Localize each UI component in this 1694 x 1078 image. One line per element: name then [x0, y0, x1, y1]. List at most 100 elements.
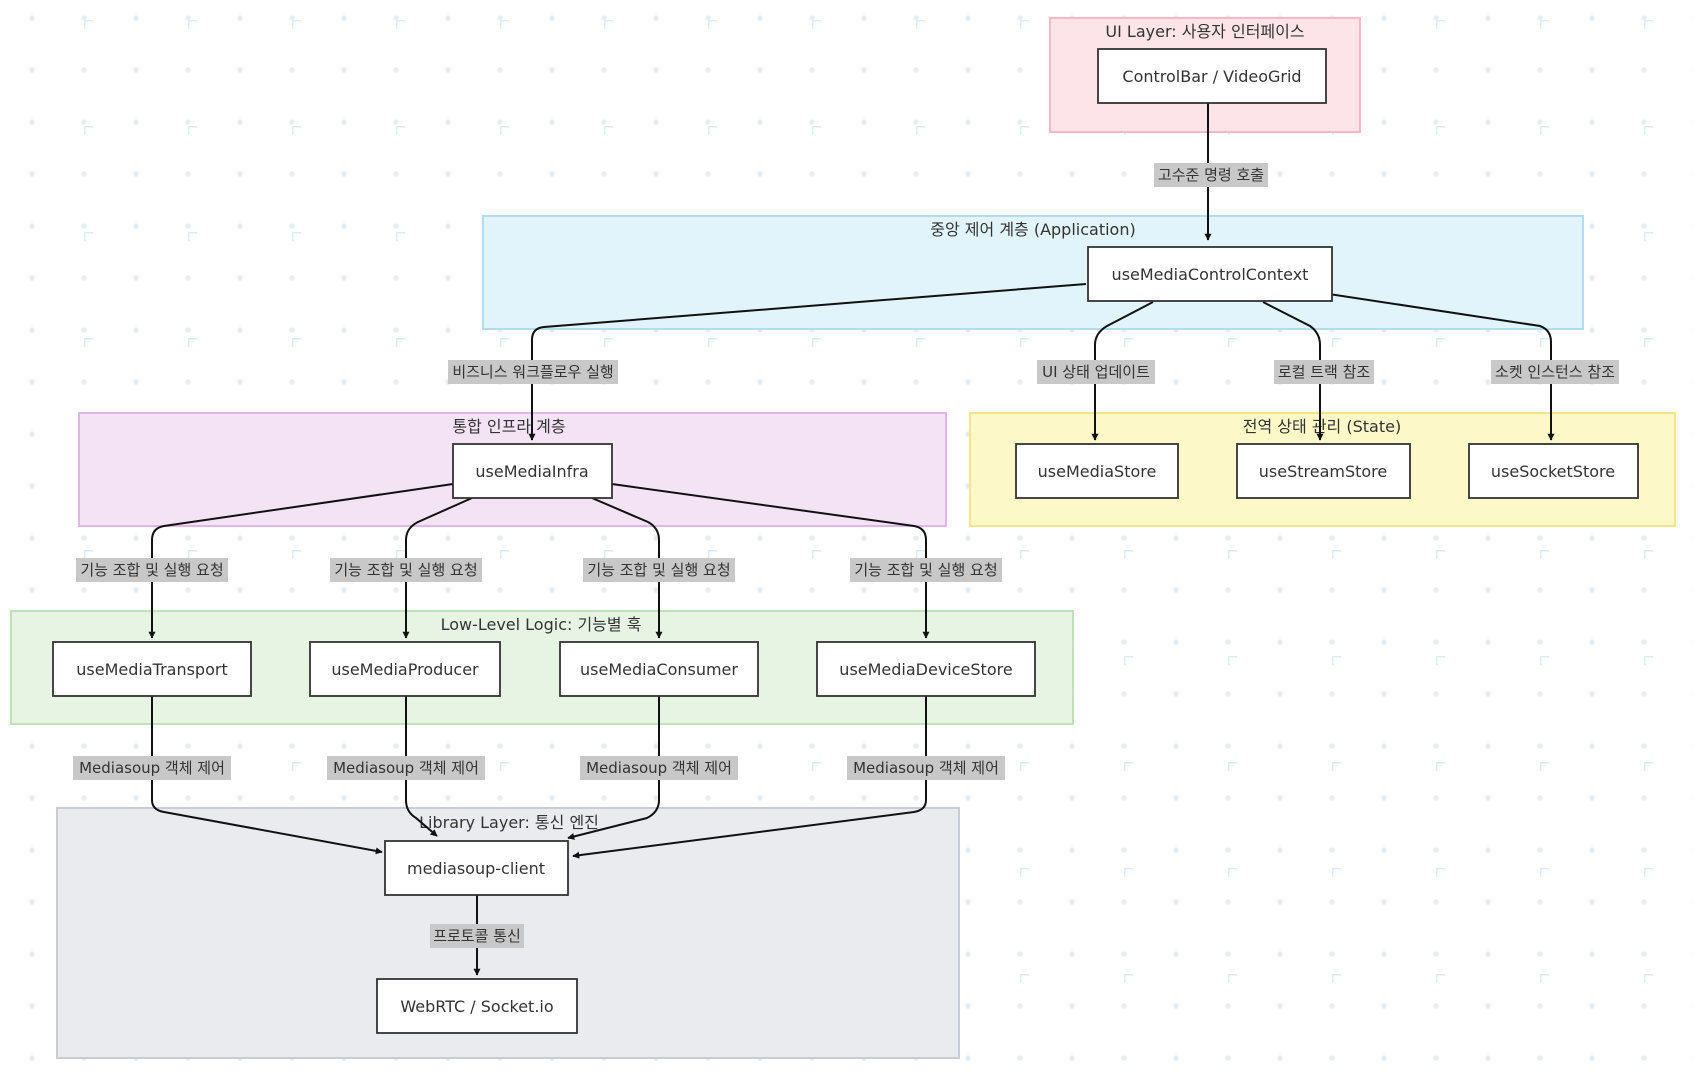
- node-label: useSocketStore: [1491, 462, 1615, 481]
- node-label: useMediaTransport: [76, 660, 227, 679]
- node-controlbar-videogrid[interactable]: ControlBar / VideoGrid: [1097, 48, 1327, 104]
- node-box[interactable]: [816, 641, 1036, 697]
- node-box[interactable]: [52, 641, 252, 697]
- edge-infra-to-consumer: [591, 497, 663, 639]
- group-application-layer: 중앙 제어 계층 (Application): [482, 215, 1584, 330]
- node-label: mediasoup-client: [407, 859, 545, 878]
- node-use-media-producer[interactable]: useMediaProducer: [309, 641, 501, 697]
- group-state-title: 전역 상태 관리 (State): [1243, 417, 1401, 436]
- node-label: WebRTC / Socket.io: [400, 997, 553, 1016]
- edge-context-to-stream-store: [1262, 301, 1324, 441]
- edge-label-context-to-infra: 비즈니스 워크플로우 실행: [448, 360, 618, 384]
- edge-label-context-to-socket-store: 소켓 인스턴스 참조: [1491, 360, 1619, 384]
- group-infra-title: 통합 인프라 계층: [452, 417, 565, 436]
- edge-label-text: 소켓 인스턴스 참조: [1495, 363, 1615, 381]
- node-box[interactable]: [309, 641, 501, 697]
- edge-label-device-to-client: Mediasoup 객체 제어: [847, 756, 1005, 780]
- edge-labels: 고수준 명령 호출 비즈니스 워크플로우 실행 UI 상태 업데이트 로컬 트랙…: [73, 163, 1619, 948]
- edge-label-ui-to-context: 고수준 명령 호출: [1154, 163, 1268, 187]
- edge-transport-to-client: [151, 696, 383, 855]
- node-box[interactable]: [452, 443, 613, 499]
- edge-label-text: 기능 조합 및 실행 요청: [80, 561, 223, 579]
- edge-label-bg: [73, 756, 231, 780]
- edge-label-bg: [583, 558, 735, 582]
- edge-label-text: 프로토콜 통신: [433, 927, 521, 945]
- edge-label-infra-to-transport: 기능 조합 및 실행 요청: [76, 558, 228, 582]
- edge-label-client-to-webrtc: 프로토콜 통신: [430, 924, 524, 948]
- node-label: useMediaStore: [1038, 462, 1157, 481]
- edge-label-infra-to-device: 기능 조합 및 실행 요청: [850, 558, 1002, 582]
- node-label: useMediaInfra: [475, 462, 588, 481]
- edge-label-text: Mediasoup 객체 제어: [333, 759, 479, 777]
- group-lowlevel-title: Low-Level Logic: 기능별 훅: [441, 615, 642, 634]
- node-box[interactable]: [376, 978, 578, 1034]
- edge-label-infra-to-producer: 기능 조합 및 실행 요청: [330, 558, 482, 582]
- node-label: useMediaProducer: [331, 660, 479, 679]
- edge-context-to-media-store: [1091, 301, 1154, 441]
- node-use-stream-store[interactable]: useStreamStore: [1236, 443, 1411, 499]
- edge-infra-to-transport: [148, 483, 454, 639]
- edge-label-bg: [1154, 163, 1268, 187]
- edge-label-text: 기능 조합 및 실행 요청: [587, 561, 730, 579]
- edge-label-text: Mediasoup 객체 제어: [853, 759, 999, 777]
- edges: [148, 103, 1555, 976]
- edge-label-bg: [847, 756, 1005, 780]
- node-use-media-transport[interactable]: useMediaTransport: [52, 641, 252, 697]
- node-label: useStreamStore: [1259, 462, 1388, 481]
- node-label: useMediaControlContext: [1112, 265, 1309, 284]
- edge-label-bg: [430, 924, 524, 948]
- node-box[interactable]: [1236, 443, 1411, 499]
- group-app-title: 중앙 제어 계층 (Application): [930, 220, 1135, 239]
- edge-label-text: 로컬 트랙 참조: [1278, 363, 1371, 381]
- edge-label-bg: [1491, 360, 1619, 384]
- node-box[interactable]: [1015, 443, 1179, 499]
- edge-label-bg: [1274, 360, 1374, 384]
- node-box[interactable]: [384, 840, 569, 896]
- edge-label-bg: [448, 360, 618, 384]
- edge-infra-to-device: [611, 483, 930, 639]
- group-ui-title: UI Layer: 사용자 인터페이스: [1105, 22, 1304, 41]
- edge-label-text: 고수준 명령 호출: [1158, 166, 1264, 184]
- edge-label-infra-to-consumer: 기능 조합 및 실행 요청: [583, 558, 735, 582]
- node-use-media-infra[interactable]: useMediaInfra: [452, 443, 613, 499]
- node-label: useMediaDeviceStore: [839, 660, 1012, 679]
- edge-label-producer-to-client: Mediasoup 객체 제어: [327, 756, 485, 780]
- node-use-media-control-context[interactable]: useMediaControlContext: [1087, 246, 1333, 302]
- group-library-title: Library Layer: 통신 엔진: [419, 813, 599, 832]
- node-box[interactable]: [1087, 246, 1333, 302]
- edge-context-to-socket-store: [1328, 293, 1555, 441]
- node-use-media-device-store[interactable]: useMediaDeviceStore: [816, 641, 1036, 697]
- node-label: ControlBar / VideoGrid: [1122, 67, 1301, 86]
- node-box[interactable]: [1097, 48, 1327, 104]
- edge-label-transport-to-client: Mediasoup 객체 제어: [73, 756, 231, 780]
- edge-label-text: 기능 조합 및 실행 요청: [854, 561, 997, 579]
- nodes: ControlBar / VideoGrid useMediaControlCo…: [52, 48, 1639, 1034]
- edge-label-bg: [330, 558, 482, 582]
- node-box[interactable]: [1468, 443, 1639, 499]
- node-use-media-consumer[interactable]: useMediaConsumer: [559, 641, 759, 697]
- edge-device-to-client: [572, 696, 927, 859]
- edge-producer-to-client: [405, 696, 438, 837]
- edge-label-text: Mediasoup 객체 제어: [79, 759, 225, 777]
- node-box[interactable]: [559, 641, 759, 697]
- edge-label-bg: [76, 558, 228, 582]
- edge-label-context-to-media-store: UI 상태 업데이트: [1037, 360, 1155, 384]
- node-webrtc-socketio[interactable]: WebRTC / Socket.io: [376, 978, 578, 1034]
- group-app-box: [482, 215, 1584, 330]
- edge-label-consumer-to-client: Mediasoup 객체 제어: [580, 756, 738, 780]
- edge-label-text: UI 상태 업데이트: [1042, 363, 1150, 381]
- edge-label-text: 기능 조합 및 실행 요청: [334, 561, 477, 579]
- edge-context-to-infra: [528, 283, 1087, 441]
- edge-label-context-to-stream-store: 로컬 트랙 참조: [1274, 360, 1374, 384]
- node-use-media-store[interactable]: useMediaStore: [1015, 443, 1179, 499]
- edge-consumer-to-client: [567, 696, 660, 840]
- node-use-socket-store[interactable]: useSocketStore: [1468, 443, 1639, 499]
- node-label: useMediaConsumer: [580, 660, 738, 679]
- edge-label-bg: [580, 756, 738, 780]
- edge-label-bg: [850, 558, 1002, 582]
- edge-label-text: 비즈니스 워크플로우 실행: [452, 363, 613, 381]
- node-mediasoup-client[interactable]: mediasoup-client: [384, 840, 569, 896]
- edge-label-bg: [1037, 360, 1155, 384]
- edge-infra-to-producer: [402, 497, 473, 639]
